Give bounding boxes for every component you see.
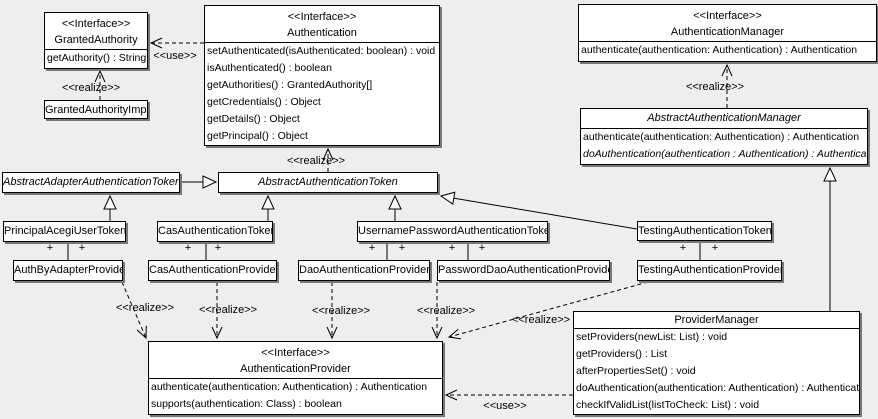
method: authenticate(authentication: Authenticat… [581, 44, 858, 56]
methods-compartment: authenticate(authentication: Authenticat… [581, 128, 867, 163]
class-name: PasswordDaoAuthenticationProvider [438, 264, 609, 276]
method: getProviders() : List [576, 348, 668, 360]
class-name: TestingAuthenticationProvider [638, 264, 781, 276]
class-name: AbstractAdapterAuthenticationToken [3, 176, 179, 188]
method: getAuthority() : String [47, 52, 147, 64]
edge-label-use: <<use>> [153, 50, 197, 62]
stereotype: <<Interface>> [287, 11, 357, 23]
methods-compartment: setProviders(newList: List) : void getPr… [574, 328, 859, 414]
method: isAuthenticated() : boolean [207, 62, 332, 74]
class-cas-authentication-token: CasAuthenticationToken [157, 221, 273, 242]
class-title: <<Interface>> GrantedAuthority [45, 13, 147, 49]
methods-compartment: authenticate(authentication: Authenticat… [149, 378, 442, 413]
class-testing-authentication-token: TestingAuthenticationToken [637, 221, 772, 241]
method: supports(authentication: Class) : boolea… [151, 398, 342, 410]
assoc-end-plus: + [47, 242, 53, 254]
edge-label-realize: <<realize>> [61, 82, 121, 94]
class-title: ProviderManager [574, 312, 859, 328]
method: getPrincipal() : Object [207, 130, 308, 142]
assoc-end-plus: + [79, 242, 85, 254]
class-title: <<Interface>> AuthenticationProvider [149, 342, 442, 378]
method: setAuthenticated(isAuthenticated: boolea… [207, 45, 436, 57]
methods-compartment: getAuthority() : String [45, 49, 147, 67]
method: afterPropertiesSet() : void [576, 365, 696, 377]
methods-compartment: authenticate(authentication: Authenticat… [579, 41, 876, 59]
assoc-end-plus: + [680, 242, 686, 254]
class-cas-authentication-provider: CasAuthenticationProvider [148, 260, 277, 281]
class-name: AuthenticationProvider [240, 363, 351, 375]
class-abstract-adapter-authentication-token: AbstractAdapterAuthenticationToken [2, 172, 180, 193]
class-name: ProviderManager [674, 314, 759, 326]
method: doAuthentication(authentication: Authent… [576, 382, 859, 394]
method: getAuthorities() : GrantedAuthority[] [207, 79, 373, 91]
assoc-end-plus: + [479, 242, 485, 254]
class-name: AuthenticationManager [670, 26, 785, 38]
edge-label-use: <<use>> [483, 400, 527, 412]
class-provider-manager: ProviderManager setProviders(newList: Li… [573, 311, 860, 415]
method-abstract: doAuthentication(authentication : Authen… [583, 148, 867, 160]
edge-label-realize: <<realize>> [416, 305, 476, 317]
method: authenticate(authentication: Authenticat… [583, 131, 860, 143]
assoc-end-plus: + [369, 242, 375, 254]
class-name: GrantedAuthority [54, 34, 138, 46]
class-name: CasAuthenticationToken [158, 225, 272, 237]
class-principal-acegi-user-token: PrincipalAcegiUserToken [3, 221, 126, 242]
class-name: GrantedAuthorityImpl [45, 104, 147, 116]
class-abstract-authentication-token: AbstractAuthenticationToken [218, 172, 438, 193]
class-name: Authentication [287, 27, 357, 39]
class-dao-authentication-provider: DaoAuthenticationProvider [298, 260, 430, 281]
method: getCredentials() : Object [207, 96, 321, 108]
methods-compartment: setAuthenticated(isAuthenticated: boolea… [205, 42, 439, 145]
method: checkIfValidList(listToCheck: List) : vo… [576, 399, 760, 411]
class-name: DaoAuthenticationProvider [299, 264, 429, 276]
class-granted-authority-impl: GrantedAuthorityImpl [44, 100, 148, 119]
method: setProviders(newList: List) : void [576, 331, 728, 343]
assoc-end-plus: + [449, 242, 455, 254]
edge-label-realize: <<realize>> [198, 304, 258, 316]
edge-label-realize: <<realize>> [511, 314, 571, 326]
class-auth-by-adapter-provider: AuthByAdapterProvider [13, 260, 123, 281]
class-name: AbstractAuthenticationManager [647, 112, 801, 124]
class-username-password-authentication-token: UsernamePasswordAuthenticationToken [357, 221, 548, 242]
class-name: AuthByAdapterProvider [14, 264, 122, 276]
assoc-end-plus: + [712, 242, 718, 254]
class-title: <<Interface>> AuthenticationManager [579, 5, 876, 41]
class-granted-authority: <<Interface>> GrantedAuthority getAuthor… [44, 12, 148, 69]
assoc-end-plus: + [185, 242, 191, 254]
stereotype: <<Interface>> [261, 347, 330, 359]
class-authentication-provider: <<Interface>> AuthenticationProvider aut… [148, 341, 443, 415]
edge-label-realize: <<realize>> [115, 302, 175, 314]
class-name: CasAuthenticationProvider [149, 264, 276, 276]
class-name: UsernamePasswordAuthenticationToken [358, 225, 547, 237]
stereotype: <<Interface>> [61, 18, 131, 30]
class-authentication-manager: <<Interface>> AuthenticationManager auth… [578, 4, 877, 62]
stereotype: <<Interface>> [693, 10, 762, 22]
edge-realize-authbyadapter-provider [121, 281, 147, 340]
assoc-end-plus: + [399, 242, 405, 254]
class-name: PrincipalAcegiUserToken [4, 225, 125, 237]
class-title: <<Interface>> Authentication [205, 6, 439, 42]
assoc-end-plus: + [215, 242, 221, 254]
edge-label-realize: <<realize>> [286, 155, 346, 167]
class-name: AbstractAuthenticationToken [258, 176, 398, 188]
edge-label-realize: <<realize>> [311, 305, 371, 317]
method: authenticate(authentication: Authenticat… [151, 381, 428, 393]
edge-label-realize: <<realize>> [685, 81, 745, 93]
class-testing-authentication-provider: TestingAuthenticationProvider [637, 260, 782, 281]
class-password-dao-authentication-provider: PasswordDaoAuthenticationProvider [437, 260, 610, 281]
edge-gen-testing-token-to-abstract-token [439, 191, 638, 230]
method: getDetails() : Object [207, 113, 300, 125]
class-name: TestingAuthenticationToken [638, 225, 771, 237]
class-abstract-authentication-manager: AbstractAuthenticationManager authentica… [580, 108, 868, 165]
class-title: AbstractAuthenticationManager [581, 109, 867, 128]
class-authentication: <<Interface>> Authentication setAuthenti… [204, 5, 440, 146]
